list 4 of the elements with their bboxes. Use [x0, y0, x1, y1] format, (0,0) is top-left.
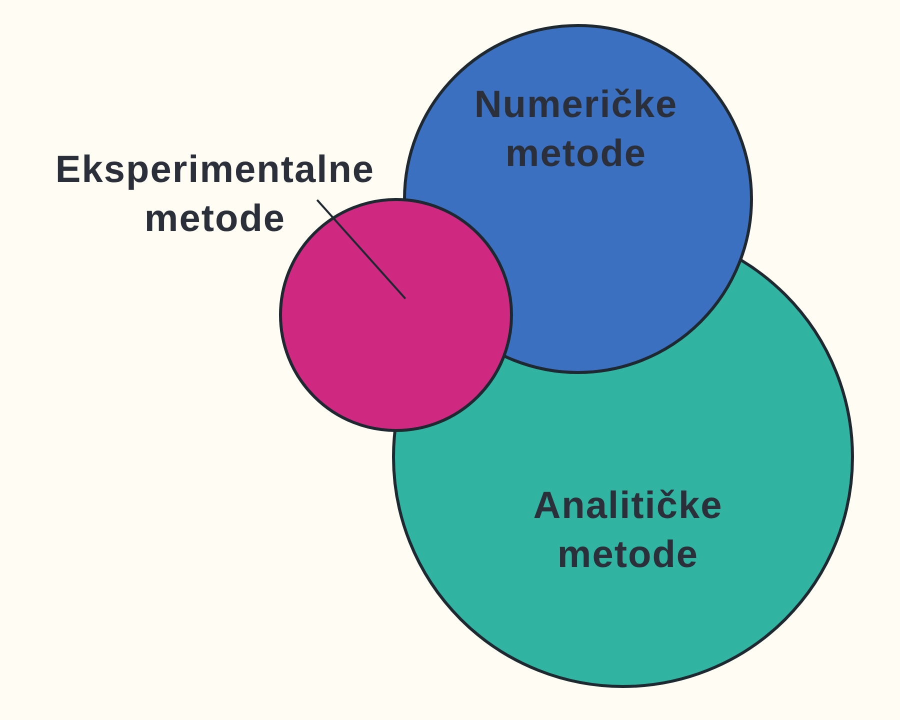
method-label: Eksperimentalne metode [55, 146, 375, 244]
set-label: Analitičke metode [533, 484, 723, 578]
set-label: Numeričke metode [474, 83, 678, 177]
leader-line [316, 199, 406, 300]
